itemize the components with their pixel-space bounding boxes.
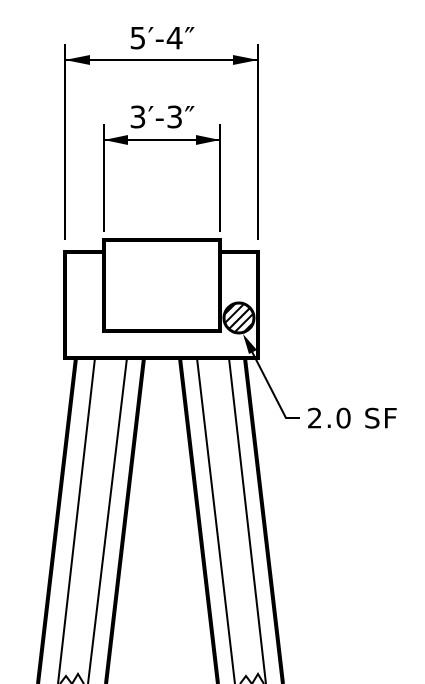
overall-width-label: 5′-4″ [128,22,195,57]
inner-arrow-right [196,135,220,145]
left-pile-inner-right [87,357,128,684]
left-pile-outer-left [36,357,78,684]
inner-arrow-left [104,135,128,145]
bent-cap-block [102,238,222,333]
left-pile-break-mark [59,672,85,684]
inner-width-dimension: 3′-3″ [103,101,221,232]
callout-label: 2.0 SF [306,402,399,435]
overall-arrow-right [233,55,258,65]
overall-width-dimension: 5′-4″ [64,22,259,240]
leader-arrowhead [243,334,257,354]
callout-leader [243,334,300,419]
right-pile-inner-right [228,357,267,684]
left-pile [36,357,146,684]
spiral-section [222,301,256,335]
spiral-circle [222,301,256,335]
right-pile-break-mark [239,672,265,684]
overall-arrow-left [65,55,90,65]
right-pile-inner-left [196,357,236,684]
inner-width-label: 3′-3″ [128,101,195,136]
right-pile [178,357,285,684]
left-pile-outer-right [104,357,146,684]
left-pile-inner-left [57,357,96,684]
right-pile-outer-right [243,357,285,684]
leader-line [244,337,300,419]
right-pile-outer-left [178,357,220,684]
